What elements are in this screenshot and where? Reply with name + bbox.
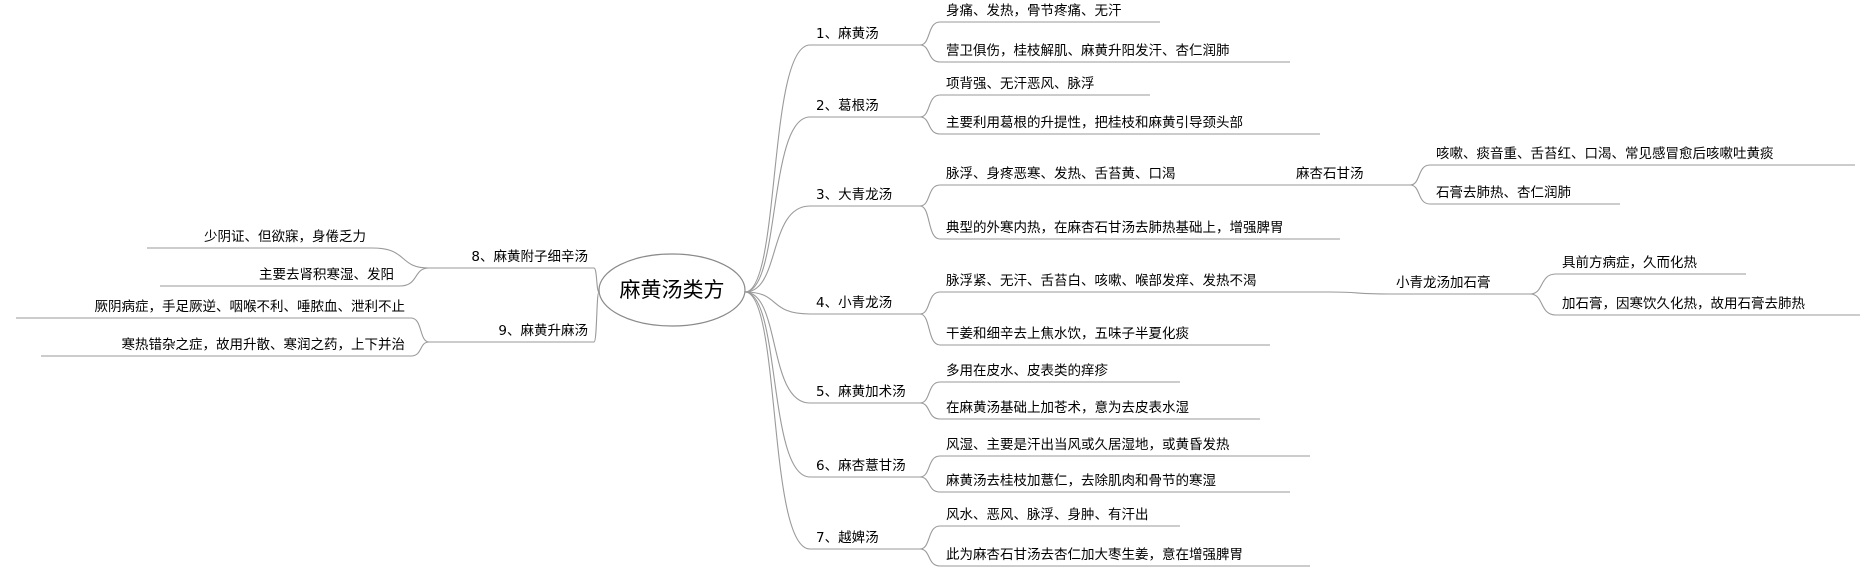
root-node[interactable]: 麻黄汤类方 — [598, 253, 746, 327]
branch-4-sub-child-2[interactable]: 加石膏，因寒饮久化热，故用石膏去肺热 — [1562, 295, 1805, 312]
branch-7-label[interactable]: 7、越婢汤 — [816, 529, 879, 546]
branch-4-sub-formula[interactable]: 小青龙汤加石膏 — [1396, 274, 1491, 291]
branch-3-child-1[interactable]: 脉浮、身疼恶寒、发热、舌苔黄、口渴 — [946, 165, 1176, 182]
root-edge-2 — [744, 116, 811, 293]
branch-3-sub-edge-2 — [1409, 184, 1431, 205]
branch-5-edge-2 — [919, 402, 941, 420]
root-edge-7 — [744, 291, 811, 550]
branch-9-label[interactable]: 9、麻黄升麻汤 — [498, 323, 588, 339]
branch-5-edge-1 — [919, 381, 941, 404]
branch-9-child-1[interactable]: 厥阴病症，手足厥逆、咽喉不利、唾脓血、泄利不止 — [95, 299, 406, 315]
root-ellipse — [598, 253, 746, 327]
branch-3-child-2[interactable]: 典型的外寒内热，在麻杏石甘汤去肺热基础上，增强脾胃 — [946, 219, 1284, 236]
branch-4-label[interactable]: 4、小青龙汤 — [816, 295, 892, 311]
branch-8-edge-2 — [399, 267, 430, 287]
branch-2-edge-1 — [919, 94, 941, 118]
branch-6-label[interactable]: 6、麻杏薏甘汤 — [816, 458, 906, 474]
branch-2-child-2[interactable]: 主要利用葛根的升提性，把桂枝和麻黄引导颈头部 — [946, 115, 1243, 131]
branch-8-label[interactable]: 8、麻黄附子细辛汤 — [471, 249, 588, 265]
branch-3-edge-2 — [919, 205, 941, 240]
branch-7-child-1[interactable]: 风水、恶风、脉浮、身肿、有汗出 — [946, 507, 1149, 523]
branch-3-label[interactable]: 3、大青龙汤 — [816, 187, 892, 203]
root-edge-1 — [744, 44, 811, 293]
branch-4-child-1[interactable]: 脉浮紧、无汗、舌苔白、咳嗽、喉部发痒、发热不渴 — [946, 272, 1257, 289]
branch-3-sub-formula[interactable]: 麻杏石甘汤 — [1296, 166, 1364, 182]
root-label: 麻黄汤类方 — [620, 278, 725, 302]
root-edge-3 — [744, 205, 811, 293]
branch-1-child-1[interactable]: 身痛、发热，骨节疼痛、无汗 — [946, 2, 1122, 19]
root-edge-4 — [744, 291, 811, 315]
branch-1-label[interactable]: 1、麻黄汤 — [816, 26, 879, 42]
root-edge-6 — [744, 291, 811, 478]
branch-5-label[interactable]: 5、麻黄加术汤 — [816, 384, 906, 400]
branch-9-edge-1 — [410, 317, 430, 343]
branch-3-edge-1 — [919, 184, 941, 207]
branch-4-edge-2 — [919, 313, 941, 346]
branch-4-edge-1 — [919, 291, 941, 315]
branch-7-edge-2 — [919, 548, 941, 567]
branch-8-edge-1 — [371, 247, 430, 269]
branch-6-child-2[interactable]: 麻黄汤去桂枝加薏仁，去除肌肉和骨节的寒湿 — [946, 472, 1216, 489]
branch-9-edge-2 — [410, 341, 430, 357]
branch-6-child-1[interactable]: 风湿、主要是汗出当风或久居湿地，或黄昏发热 — [946, 437, 1230, 453]
branch-3-sub-child-2[interactable]: 石膏去肺热、杏仁润肺 — [1436, 184, 1571, 201]
branch-6-edge-2 — [919, 476, 941, 493]
branch-2-label[interactable]: 2、葛根汤 — [816, 98, 879, 114]
branch-8-child-2[interactable]: 主要去肾积寒湿、发阳 — [259, 266, 394, 283]
root-edge-8 — [593, 267, 600, 293]
branch-5-child-1[interactable]: 多用在皮水、皮表类的痒疹 — [946, 362, 1108, 379]
branch-1-child-2[interactable]: 营卫俱伤，桂枝解肌、麻黄升阳发汗、杏仁润肺 — [946, 43, 1230, 59]
branch-1-edge-2 — [919, 44, 941, 63]
branch-4-sub-edge — [1329, 291, 1391, 295]
branch-8-child-1[interactable]: 少阴证、但欲寐，身倦乏力 — [204, 228, 366, 245]
branch-7-child-2[interactable]: 此为麻杏石甘汤去杏仁加大枣生姜，意在增强脾胃 — [946, 546, 1243, 563]
branch-9-child-2[interactable]: 寒热错杂之症，故用升散、寒润之药，上下并治 — [122, 336, 406, 353]
branch-4-sub-edge-1 — [1529, 273, 1557, 295]
branch-2-edge-2 — [919, 116, 941, 135]
branch-4-sub-child-1[interactable]: 具前方病症，久而化热 — [1562, 254, 1697, 271]
branch-1-edge-1 — [919, 21, 941, 46]
branch-3-sub-child-1[interactable]: 咳嗽、痰音重、舌苔红、口渴、常见感冒愈后咳嗽吐黄痰 — [1436, 145, 1774, 162]
root-edge-5 — [744, 291, 811, 404]
branch-7-edge-1 — [919, 525, 941, 550]
branch-5-child-2[interactable]: 在麻黄汤基础上加苍术，意为去皮表水湿 — [946, 399, 1189, 416]
branch-3-sub-edge-1 — [1409, 164, 1431, 186]
branch-4-child-2[interactable]: 干姜和细辛去上焦水饮，五味子半夏化痰 — [946, 326, 1189, 342]
branch-4-sub-edge-2 — [1529, 293, 1557, 316]
branch-2-child-1[interactable]: 项背强、无汗恶风、脉浮 — [946, 76, 1095, 92]
root-edge-9 — [593, 291, 600, 343]
branch-6-edge-1 — [919, 455, 941, 478]
connector-lines — [371, 21, 1557, 567]
